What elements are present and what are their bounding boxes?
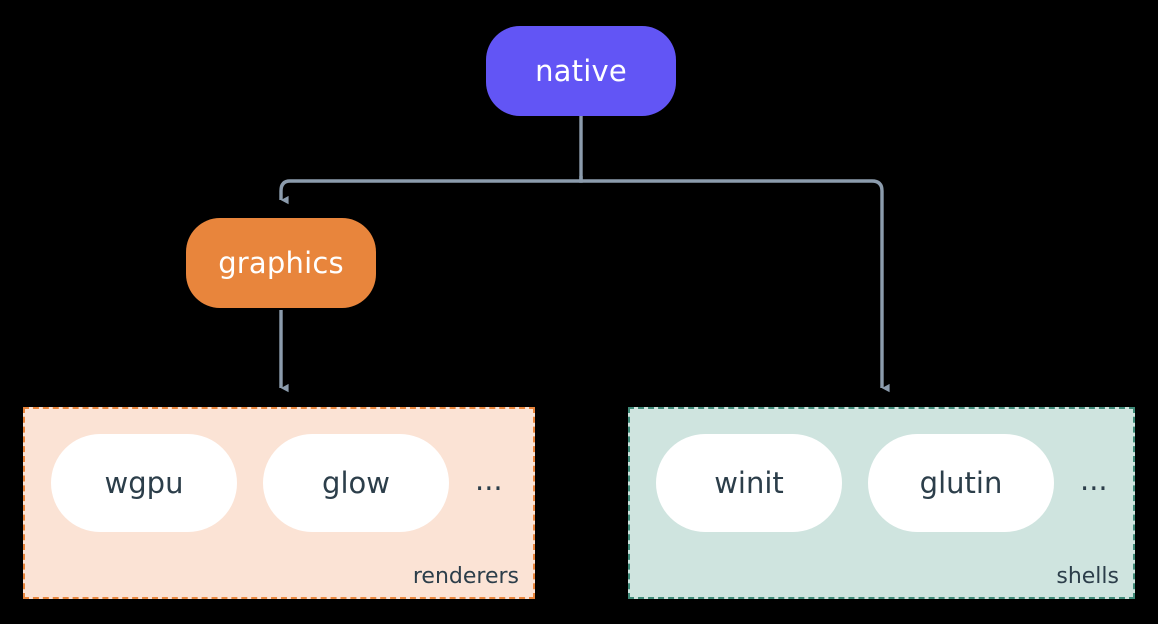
leaf-pill-winit-label: winit <box>714 466 784 500</box>
edge-native-to-shells <box>579 176 890 393</box>
group-shells-caption: shells <box>1056 564 1119 589</box>
node-graphics[interactable]: graphics <box>186 218 376 308</box>
shells-more-ellipsis: ... <box>1080 462 1108 497</box>
leaf-pill-wgpu[interactable]: wgpu <box>51 434 237 532</box>
node-native-label: native <box>535 54 627 88</box>
leaf-pill-glow-label: glow <box>322 466 390 500</box>
node-graphics-label: graphics <box>218 246 344 280</box>
group-renderers: wgpu glow ... renderers <box>23 407 535 599</box>
leaf-pill-glow[interactable]: glow <box>263 434 449 532</box>
group-shells-items: winit glutin ... <box>656 434 1108 532</box>
group-renderers-caption: renderers <box>412 564 519 589</box>
leaf-pill-glutin[interactable]: glutin <box>868 434 1054 532</box>
edge-native-to-graphics <box>279 176 583 205</box>
group-shells: winit glutin ... shells <box>628 407 1135 599</box>
renderers-more-ellipsis: ... <box>475 462 503 497</box>
group-renderers-items: wgpu glow ... <box>51 434 503 532</box>
leaf-pill-glutin-label: glutin <box>919 466 1003 500</box>
node-native[interactable]: native <box>486 26 676 116</box>
leaf-pill-wgpu-label: wgpu <box>104 466 184 500</box>
leaf-pill-winit[interactable]: winit <box>656 434 842 532</box>
